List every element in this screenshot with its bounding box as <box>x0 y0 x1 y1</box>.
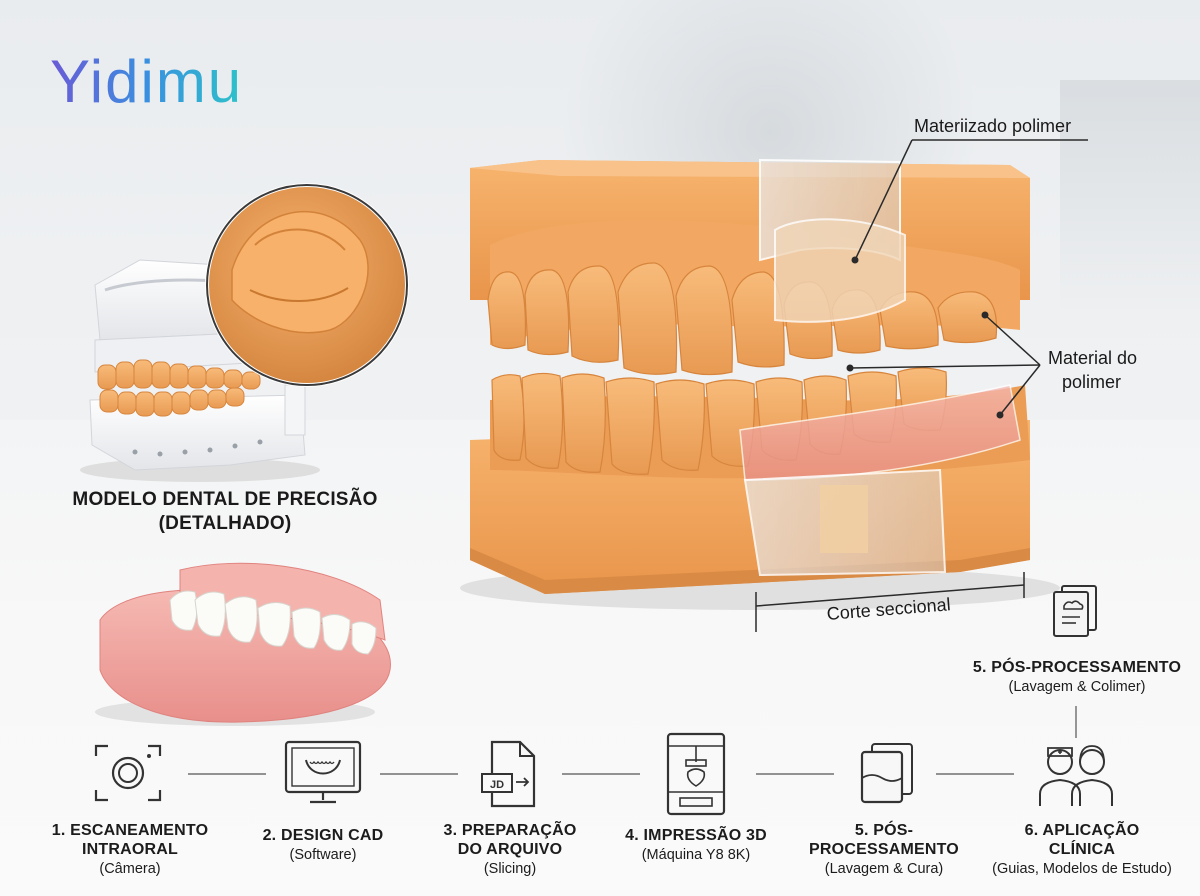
printer-icon <box>666 732 726 821</box>
brand-logo: Yidimu <box>50 48 244 115</box>
side-step-post-processing: 5. PÓS-PROCESSAMENTO (Lavagem & Colimer) <box>960 658 1194 696</box>
step-5-title-line2: PROCESSAMENTO <box>809 841 959 858</box>
step-1-title-line2: INTRAORAL <box>81 841 178 858</box>
step-1-sub: (Câmera) <box>99 861 161 877</box>
model-caption-line1: MODELO DENTAL DE PRECISÃO <box>72 489 378 510</box>
small-dental-model <box>80 183 409 482</box>
step-6-title-line2: CLÍNICA <box>1048 841 1116 858</box>
denture-model <box>95 562 391 726</box>
model-caption: MODELO DENTAL DE PRECISÃO (DETALHADO) <box>60 488 390 536</box>
step-6-sub: (Guias, Modelos de Estudo) <box>992 861 1172 877</box>
callout-top-label: Materiizado polimer <box>914 116 1072 136</box>
step-4-title: 4. IMPRESSÃO 3D <box>625 827 767 844</box>
step-2-title: 2. DESIGN CAD <box>262 827 384 844</box>
step-1-scanning: 1. ESCANEAMENTO INTRAORAL (Câmera) <box>30 821 230 878</box>
model-caption-line2: (DETALHADO) <box>158 513 292 534</box>
step-4-sub: (Máquina Y8 8K) <box>641 847 751 863</box>
monitor-icon <box>284 740 362 813</box>
step-2-design: 2. DESIGN CAD (Software) <box>228 826 418 864</box>
step-6-title-line1: 6. APLICAÇÃO <box>1024 822 1140 839</box>
doctors-icon <box>1036 740 1116 813</box>
step-5-post-processing: 5. PÓS- PROCESSAMENTO (Lavagem & Cura) <box>796 821 972 878</box>
large-dental-model <box>460 139 1088 632</box>
file-icon-text: JD <box>490 779 504 791</box>
workflow-connectors <box>188 706 1077 775</box>
side-step-title: 5. PÓS-PROCESSAMENTO <box>972 659 1182 676</box>
step-3-file-prep: 3. PREPARAÇÃO DO ARQUIVO (Slicing) <box>420 821 600 878</box>
callout-right-label-line2: polimer <box>1062 372 1122 392</box>
step-3-title-line1: 3. PREPARAÇÃO <box>443 822 577 839</box>
step-5-sub: (Lavagem & Cura) <box>824 861 944 877</box>
background-blur-right <box>1060 80 1200 320</box>
document-icon <box>1050 584 1100 645</box>
step-2-sub: (Software) <box>289 847 357 863</box>
step-3-sub: (Slicing) <box>483 861 537 877</box>
step-1-title-line1: 1. ESCANEAMENTO <box>51 822 209 839</box>
step-4-printing: 4. IMPRESSÃO 3D (Máquina Y8 8K) <box>606 826 786 864</box>
camera-icon <box>94 742 162 809</box>
callout-right-label-line1: Material do <box>1048 348 1138 368</box>
step-6-clinical: 6. APLICAÇÃO CLÍNICA (Guias, Modelos de … <box>972 821 1192 878</box>
step-5-title-line1: 5. PÓS- <box>854 822 914 839</box>
file-icon: JD <box>480 740 540 815</box>
side-step-sub: (Lavagem & Colimer) <box>1008 679 1146 695</box>
cards-icon <box>858 742 914 811</box>
step-3-title-line2: DO ARQUIVO <box>457 841 563 858</box>
